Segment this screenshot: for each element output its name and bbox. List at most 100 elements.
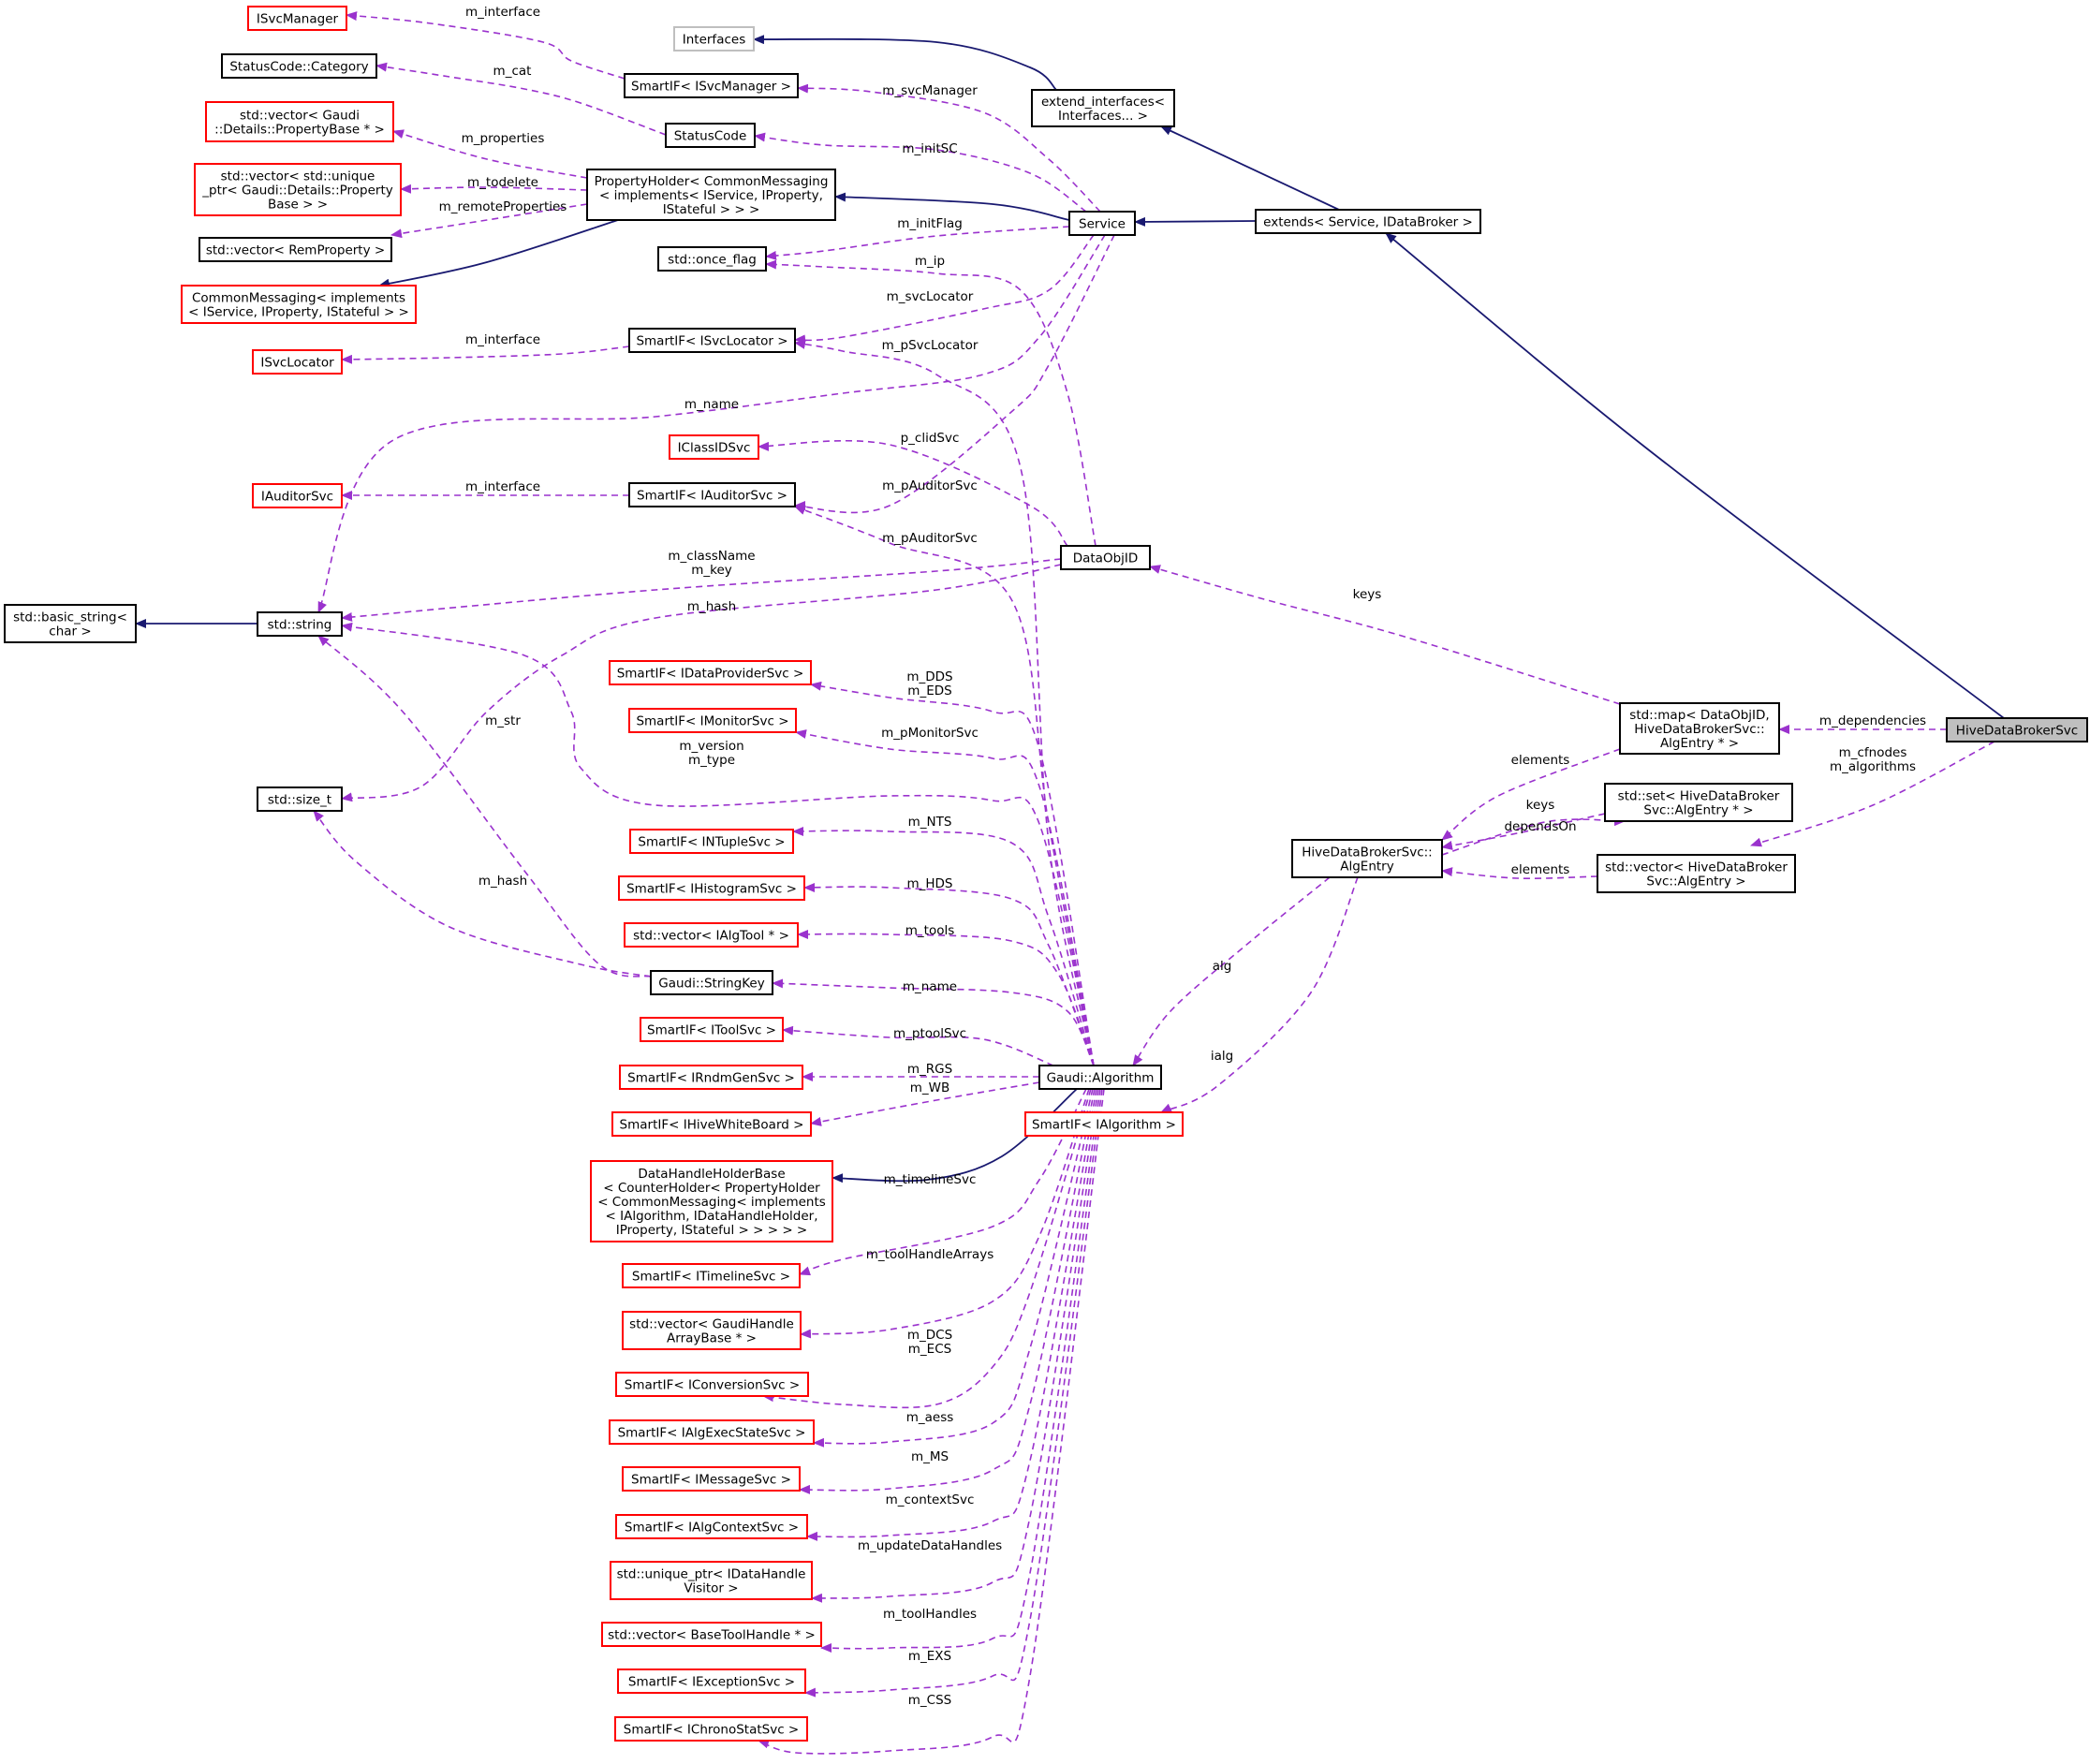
class-node-smart-ifauditor-svc[interactable]: SmartIF< IAuditorSvc > — [628, 482, 796, 507]
edge-label: m_ip — [915, 254, 945, 269]
class-node-box — [624, 73, 799, 98]
class-node-box — [199, 237, 392, 262]
class-node-box — [628, 708, 797, 733]
class-node-smart-ifalg-context[interactable]: SmartIF< IAlgContextSvc > — [615, 1514, 808, 1539]
class-node-iauditor-svc[interactable]: IAuditorSvc — [252, 483, 343, 508]
edge-gaudi-algorithm-to-smart-ifexception — [804, 1088, 1103, 1698]
class-node-label: AlgEntry — [1340, 860, 1393, 875]
class-node-box — [615, 1514, 808, 1539]
edge-service-to-status-code — [754, 132, 1087, 213]
class-node-label: std::size_t — [268, 793, 331, 808]
class-node-std-set[interactable]: std::set< HiveDataBrokerSvc::AlgEntry * … — [1604, 783, 1793, 822]
edge-alg-entry-to-gaudi-algorithm — [1132, 876, 1331, 1066]
class-node-smart-ifwhite-board[interactable]: SmartIF< IHiveWhiteBoard > — [611, 1111, 812, 1137]
class-node-std-string[interactable]: std::string — [257, 611, 343, 637]
class-node-status-code-category[interactable]: StatusCode::Category — [221, 53, 377, 79]
class-node-smart-ifconversion[interactable]: SmartIF< IConversionSvc > — [615, 1372, 809, 1397]
edge-gaudi-algorithm-to-smart-ifalg-exec — [813, 1088, 1094, 1448]
class-node-label: SmartIF< IAlgExecStateSvc > — [618, 1426, 806, 1441]
class-node-data-obj-id[interactable]: DataObjID — [1060, 545, 1151, 570]
class-node-smart-ifmonitor[interactable]: SmartIF< IMonitorSvc > — [628, 708, 797, 733]
class-node-smart-ifmessage[interactable]: SmartIF< IMessageSvc > — [622, 1466, 801, 1492]
class-node-common-messaging[interactable]: CommonMessaging< implements< IService, I… — [181, 285, 417, 324]
class-node-box — [1068, 211, 1136, 236]
class-node-label: PropertyHolder< CommonMessaging — [595, 174, 829, 189]
class-node-status-code[interactable]: StatusCode — [665, 123, 756, 148]
class-node-smart-ifalg-exec[interactable]: SmartIF< IAlgExecStateSvc > — [609, 1419, 815, 1445]
class-node-label: std::once_flag — [668, 253, 757, 268]
edge-service-to-smart-ifauditor-svc — [794, 234, 1115, 514]
edge-label: m_HDS — [906, 876, 952, 891]
class-node-basic-string[interactable]: std::basic_string<char > — [4, 604, 137, 643]
edge-gaudi-algorithm-to-smart-ifalg-context — [806, 1088, 1097, 1541]
class-node-box — [1038, 1065, 1162, 1090]
class-node-label: < IAlgorithm, IDataHandleHolder, — [606, 1209, 818, 1224]
class-node-label: SmartIF< IChronoStatSvc > — [624, 1723, 800, 1738]
class-node-std-map[interactable]: std::map< DataObjID,HiveDataBrokerSvc::A… — [1619, 702, 1780, 755]
class-node-extends-service[interactable]: extends< Service, IDataBroker > — [1255, 209, 1481, 234]
edge-label: m_pMonitorSvc — [881, 726, 979, 741]
class-node-smart-ifsvc-manager[interactable]: SmartIF< ISvcManager > — [624, 73, 799, 98]
class-node-smart-iftimeline[interactable]: SmartIF< ITimelineSvc > — [622, 1263, 801, 1288]
class-node-service[interactable]: Service — [1068, 211, 1136, 236]
class-node-smart-ifdata-provider[interactable]: SmartIF< IDataProviderSvc > — [609, 660, 812, 685]
class-node-box — [622, 1263, 801, 1288]
class-node-box — [221, 53, 377, 79]
class-node-hive-data-broker-svc[interactable]: HiveDataBrokerSvc — [1946, 717, 2088, 742]
edge-smart-ifsvc-manager-to-isvc-manager — [346, 11, 626, 80]
class-node-vec-base-tool-handle[interactable]: std::vector< BaseToolHandle * > — [601, 1622, 822, 1647]
class-node-label: Visitor > — [684, 1581, 738, 1596]
edge-label: m_hash — [687, 599, 736, 614]
class-node-smart-ifntuple[interactable]: SmartIF< INTupleSvc > — [629, 829, 794, 854]
edge-label: m_pAuditorSvc — [882, 531, 978, 546]
class-node-vec-rem-property[interactable]: std::vector< RemProperty > — [199, 237, 392, 262]
edge-label: m_interface — [465, 5, 540, 20]
class-node-isvc-manager[interactable]: ISvcManager — [247, 6, 347, 31]
edge-label: m_EXS — [908, 1649, 951, 1664]
class-node-size-t[interactable]: std::size_t — [257, 786, 343, 812]
class-node-box — [205, 101, 394, 142]
class-node-std-vector-alg-entry[interactable]: std::vector< HiveDataBrokerSvc::AlgEntry… — [1597, 854, 1796, 893]
edge-label: m_timelineSvc — [884, 1172, 977, 1187]
edge-label: m_RGS — [907, 1062, 952, 1077]
class-node-alg-entry[interactable]: HiveDataBrokerSvc::AlgEntry — [1291, 839, 1443, 878]
class-node-smart-ifrndm[interactable]: SmartIF< IRndmGenSvc > — [619, 1065, 803, 1090]
class-node-smart-iftool-svc[interactable]: SmartIF< IToolSvc > — [640, 1017, 784, 1042]
class-node-smart-ifchrono[interactable]: SmartIF< IChronoStatSvc > — [614, 1716, 808, 1742]
class-node-string-key[interactable]: Gaudi::StringKey — [650, 970, 773, 995]
class-node-extend-interfaces[interactable]: extend_interfaces<Interfaces... > — [1031, 89, 1175, 127]
class-node-label: SmartIF< IDataProviderSvc > — [617, 667, 804, 682]
class-node-vec-property-base[interactable]: std::vector< Gaudi::Details::PropertyBas… — [205, 101, 394, 142]
class-node-iclass-idsvc[interactable]: IClassIDSvc — [669, 434, 759, 460]
class-node-box — [619, 1065, 803, 1090]
class-node-property-holder[interactable]: PropertyHolder< CommonMessaging< impleme… — [586, 169, 836, 221]
class-node-box — [601, 1622, 822, 1647]
class-node-label: char > — [49, 625, 91, 639]
class-node-vec-alg-tool[interactable]: std::vector< IAlgTool * > — [624, 922, 799, 948]
class-node-smart-ifexception[interactable]: SmartIF< IExceptionSvc > — [617, 1668, 806, 1694]
edge-label: elements — [1511, 753, 1570, 768]
class-node-isvc-locator[interactable]: ISvcLocator — [252, 349, 343, 375]
class-node-label: Base > > — [268, 198, 328, 213]
edge-status-code-to-status-code-category — [375, 62, 667, 136]
class-node-label: extends< Service, IDataBroker > — [1263, 215, 1473, 230]
edge-gaudi-algorithm-to-string-key — [772, 978, 1095, 1066]
class-node-label: SmartIF< IAuditorSvc > — [637, 489, 787, 504]
class-node-gaudi-algorithm[interactable]: Gaudi::Algorithm — [1038, 1065, 1162, 1090]
edge-label: ialg — [1211, 1049, 1233, 1064]
edge-string-key-to-std-string — [317, 635, 652, 978]
class-node-smart-ifsvc-locator[interactable]: SmartIF< ISvcLocator > — [628, 328, 796, 353]
edge-gaudi-algorithm-to-smart-ifsvc-locator — [794, 339, 1095, 1066]
class-node-smart-ifhisto[interactable]: SmartIF< IHistogramSvc > — [618, 875, 805, 901]
edge-gaudi-algorithm-to-unique-ptr-visitor — [811, 1088, 1099, 1603]
class-node-once-flag[interactable]: std::once_flag — [657, 246, 767, 272]
class-node-label: ArrayBase * > — [667, 1331, 757, 1346]
class-node-label: ISvcManager — [257, 12, 339, 27]
class-node-data-handle-holder-base[interactable]: DataHandleHolderBase< CounterHolder< Pro… — [590, 1160, 833, 1242]
class-node-vec-unique-ptr[interactable]: std::vector< std::unique_ptr< Gaudi::Det… — [194, 163, 402, 216]
class-node-interfaces[interactable]: Interfaces — [673, 26, 755, 51]
class-node-smart-ifialgorithm[interactable]: SmartIF< IAlgorithm > — [1024, 1111, 1184, 1137]
